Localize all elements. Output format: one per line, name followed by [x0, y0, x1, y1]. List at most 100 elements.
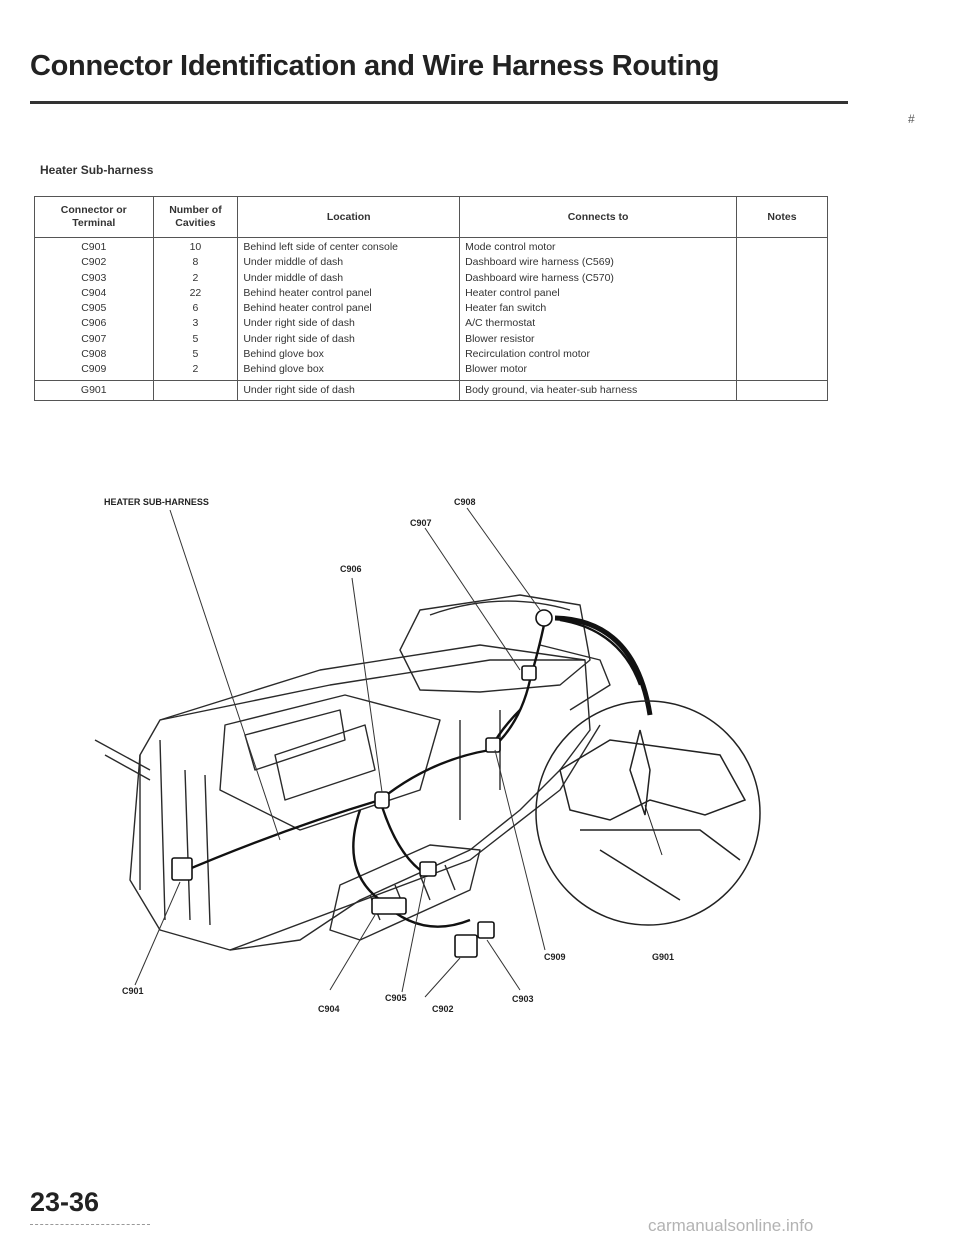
detail-body — [559, 739, 747, 821]
label-c904: C904 — [318, 1004, 340, 1014]
lower-case-edge — [229, 724, 601, 951]
connector-c907 — [521, 665, 537, 681]
table-cell: Heater control panel — [465, 286, 560, 299]
leader-c906 — [351, 577, 383, 793]
heater-unit-outline — [129, 644, 591, 951]
table-cell: C906 — [81, 317, 107, 330]
pointer-curve — [554, 615, 653, 716]
table-cell: 2 — [192, 271, 199, 284]
duct-opening-1 — [244, 709, 346, 771]
table-cell: C908 — [81, 348, 107, 361]
leader-c907 — [424, 527, 521, 671]
table-cell: 2 — [192, 363, 199, 376]
duct-box — [219, 694, 441, 831]
table-row-ground: G901 Under right side of dash Body groun… — [34, 379, 828, 401]
table-cell: Blower resistor — [465, 332, 535, 345]
label-harness: HEATER SUB-HARNESS — [104, 497, 209, 507]
connector-c904 — [371, 897, 407, 915]
leader-c905 — [401, 877, 426, 993]
table-cell: Body ground, via heater-sub harness — [459, 379, 738, 401]
table-cell — [736, 379, 828, 401]
label-c907: C907 — [410, 518, 432, 528]
table-row-connectors: C901 C902 C903 C904 C905 C906 C907 C908 … — [34, 237, 828, 381]
section-title: Heater Sub-harness — [40, 163, 154, 177]
leader-c904 — [329, 914, 376, 991]
table-cell: C903 — [81, 271, 107, 284]
harness-diagram — [94, 507, 761, 998]
table-cell: Under middle of dash — [243, 256, 344, 269]
label-g901: G901 — [652, 952, 675, 962]
title-rule — [30, 101, 848, 104]
footer-rule — [30, 1224, 150, 1225]
label-c902: C902 — [432, 1004, 454, 1014]
table-cell: Dashboard wire harness (C569) — [465, 256, 614, 269]
page-number: 23-36 — [30, 1187, 100, 1217]
table-cell — [152, 379, 239, 401]
table-cell: 10 — [189, 241, 202, 253]
cavities-cell: 10 8 2 22 6 3 5 5 2 — [152, 237, 239, 381]
table-cell: Under right side of dash — [237, 379, 461, 401]
table-cell: Recirculation control motor — [465, 348, 590, 361]
label-c903: C903 — [512, 994, 534, 1004]
notes-cell — [736, 237, 828, 381]
header-location: Location — [237, 196, 461, 238]
table-cell: Mode control motor — [465, 241, 556, 253]
table-cell: C907 — [81, 332, 107, 345]
table-cell: C904 — [81, 286, 107, 299]
location-cell: Behind left side of center console Under… — [237, 237, 461, 381]
header-connects-to: Connects to — [459, 196, 738, 238]
case-ribs — [184, 710, 501, 926]
table-cell: Behind glove box — [243, 348, 324, 361]
table-cell: Under middle of dash — [243, 271, 344, 284]
leader-c901 — [134, 881, 181, 986]
connects-to-cell: Mode control motor Dashboard wire harnes… — [459, 237, 738, 381]
header-notes: Notes — [736, 196, 828, 238]
page-title: Connector Identification and Wire Harnes… — [30, 50, 720, 82]
harness-wire-g901 — [559, 618, 642, 686]
table-cell: C901 — [81, 241, 107, 253]
connector-c906 — [374, 791, 390, 809]
table-cell: C909 — [81, 363, 107, 376]
case-left-end — [139, 739, 166, 921]
label-c909: C909 — [544, 952, 566, 962]
harness-wire-branch-2 — [352, 809, 471, 928]
table-cell: Behind left side of center console — [243, 241, 399, 253]
detail-edge — [580, 829, 741, 901]
leader-c902 — [424, 957, 461, 998]
margin-mark: # — [908, 112, 915, 126]
table-cell: Behind glove box — [243, 363, 324, 376]
table-cell: Dashboard wire harness (C570) — [465, 271, 614, 284]
table-cell: C905 — [81, 302, 107, 315]
heater-unit-top-face — [159, 659, 585, 721]
label-c908: C908 — [454, 497, 476, 507]
table-cell: 5 — [192, 332, 199, 345]
table-cell: 5 — [192, 348, 199, 361]
connector-c901 — [171, 857, 193, 881]
control-panel — [329, 844, 481, 941]
table-cell: 6 — [192, 302, 199, 315]
connector-c902 — [454, 934, 478, 958]
leader-c908 — [466, 507, 541, 611]
label-c906: C906 — [340, 564, 362, 574]
pipe-left — [94, 739, 151, 781]
connector-c903 — [477, 921, 495, 939]
table-cell: G901 — [34, 379, 154, 401]
connector-c908 — [535, 609, 553, 627]
table-cell: C902 — [81, 256, 107, 269]
leader-harness — [169, 509, 281, 841]
label-c901: C901 — [122, 986, 144, 996]
table-cell: A/C thermostat — [465, 317, 536, 330]
ground-pointer — [644, 804, 663, 856]
watermark: carmanualsonline.info — [648, 1216, 814, 1235]
table-cell: Behind heater control panel — [243, 302, 372, 315]
connector-ids-cell: C901 C902 C903 C904 C905 C906 C907 C908 … — [34, 237, 154, 381]
harness-wire-branch-1 — [378, 799, 421, 871]
table-cell: Under right side of dash — [243, 332, 355, 345]
duct-right — [539, 644, 611, 711]
connector-c905 — [419, 861, 437, 877]
table-cell: 8 — [192, 256, 199, 269]
